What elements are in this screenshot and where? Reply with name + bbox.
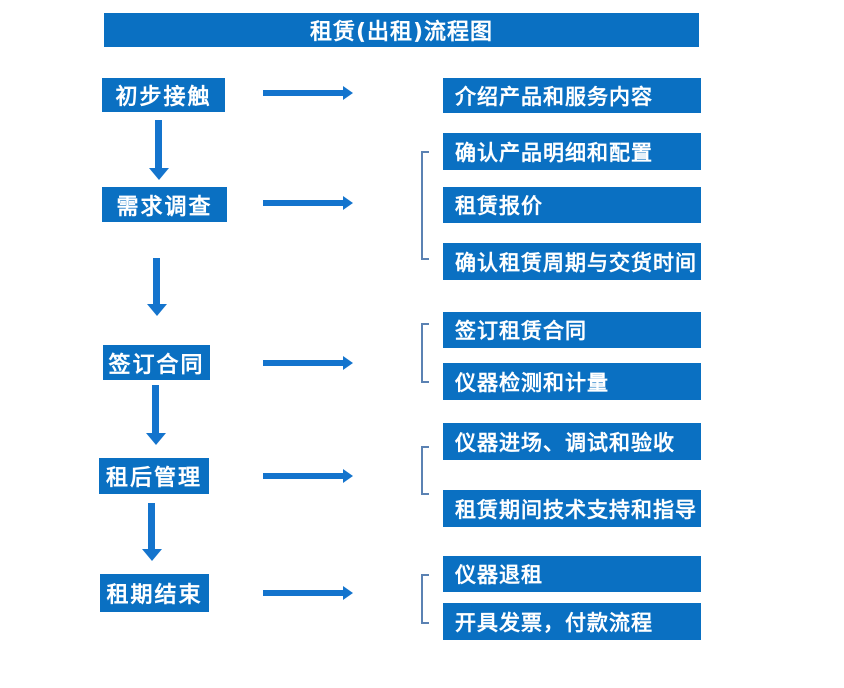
detail-box-instrument-testing: 仪器检测和计量	[443, 363, 701, 400]
arrow-head-icon	[147, 304, 167, 316]
detail-box-confirm-period-delivery: 确认租赁周期与交货时间	[443, 243, 701, 280]
arrow-head-icon	[343, 86, 353, 100]
arrow-shaft	[263, 590, 344, 596]
bracket-group-needs-survey	[421, 151, 429, 260]
arrow-right-row4	[263, 469, 353, 483]
arrow-down-step3-step4	[146, 385, 166, 445]
arrow-shaft	[263, 360, 344, 366]
arrow-head-icon	[343, 196, 353, 210]
arrow-right-row5	[263, 586, 353, 600]
arrow-right-row3	[263, 356, 353, 370]
arrow-shaft	[152, 385, 159, 434]
arrow-head-icon	[343, 586, 353, 600]
detail-box-introduce-products: 介绍产品和服务内容	[443, 78, 701, 113]
detail-box-rental-quote: 租赁报价	[443, 187, 701, 223]
arrow-shaft	[155, 120, 162, 169]
arrow-down-step4-step5	[142, 503, 162, 561]
flowchart-title-bar: 租赁(出租)流程图	[104, 13, 699, 47]
step-box-sign-contract: 签订合同	[103, 345, 210, 380]
bracket-group-rental-end	[421, 574, 429, 624]
detail-box-confirm-product-config: 确认产品明细和配置	[443, 133, 701, 170]
arrow-head-icon	[146, 433, 166, 445]
arrow-down-step2-step3	[147, 258, 167, 316]
arrow-shaft	[148, 503, 155, 550]
step-box-rental-end: 租期结束	[100, 574, 209, 612]
arrow-right-row1	[263, 86, 353, 100]
arrow-down-step1-step2	[149, 120, 169, 180]
detail-box-instrument-setup: 仪器进场、调试和验收	[443, 423, 701, 460]
detail-box-sign-rental-contract: 签订租赁合同	[443, 312, 701, 348]
arrow-right-row2	[263, 196, 353, 210]
arrow-head-icon	[343, 469, 353, 483]
arrow-shaft	[263, 200, 344, 206]
arrow-head-icon	[149, 168, 169, 180]
flowchart-title: 租赁(出租)流程图	[309, 20, 494, 45]
bracket-group-sign-contract	[421, 323, 429, 383]
arrow-shaft	[263, 90, 344, 96]
detail-box-instrument-return: 仪器退租	[443, 556, 701, 592]
detail-box-invoice-payment: 开具发票，付款流程	[443, 603, 701, 640]
arrow-shaft	[153, 258, 160, 305]
step-box-initial-contact: 初步接触	[102, 78, 225, 112]
detail-box-tech-support: 租赁期间技术支持和指导	[443, 490, 701, 527]
arrow-head-icon	[142, 549, 162, 561]
step-box-needs-survey: 需求调查	[102, 187, 227, 222]
arrow-shaft	[263, 473, 344, 479]
arrow-head-icon	[343, 356, 353, 370]
step-box-post-rental-mgmt: 租后管理	[99, 458, 209, 494]
bracket-group-post-rental	[421, 446, 429, 495]
